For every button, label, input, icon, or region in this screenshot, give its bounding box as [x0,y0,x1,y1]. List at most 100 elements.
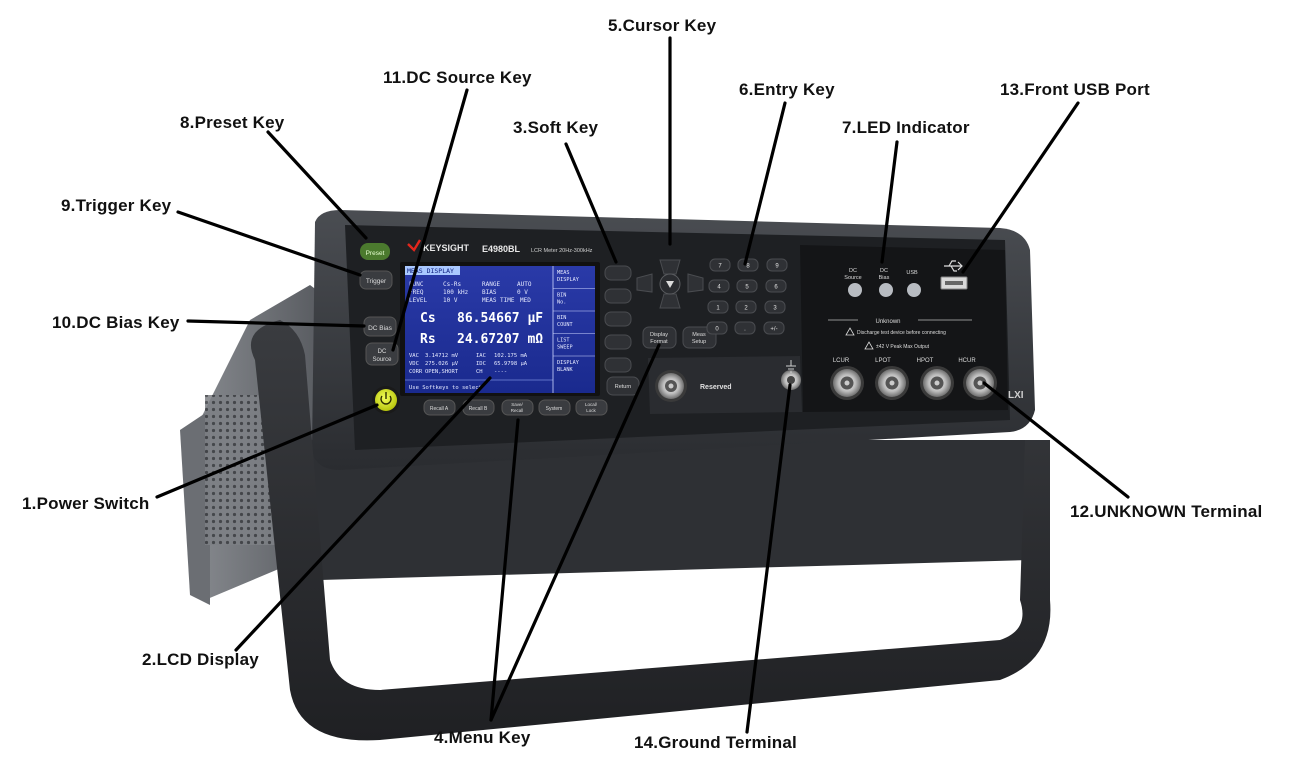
entry-key-label: 0 [715,327,719,333]
lcd-softkey-label: COUNT [557,322,573,328]
entry-key[interactable] [735,300,757,314]
lcd-softkey-label: SWEEP [557,345,573,351]
dc-bias-label: DC Bias [368,325,393,332]
ground-terminal[interactable] [781,360,801,390]
hpot-bnc[interactable] [920,366,954,400]
soft-key-4[interactable] [604,334,632,350]
carry-handle[interactable] [250,320,1051,741]
power-icon [380,395,392,405]
dc-source-button[interactable] [365,342,399,366]
arrow-down-icon [666,281,674,288]
lcd-func-label: FUNC [409,281,424,288]
led-dc-bias-label-1: DC [880,268,888,274]
front-usb-port[interactable] [940,260,968,290]
soft-key-5[interactable] [604,357,632,373]
lcd-vac-value: 3.14712 mV [425,353,459,359]
lcd-idc-value: 65.9798 µA [494,361,528,367]
callout-cursor-key: 5.Cursor Key [608,16,717,35]
cursor-down-button[interactable] [659,293,681,309]
leader-menu-key-1 [489,418,520,722]
lcd-freq-label: FREQ [409,289,424,296]
entry-key[interactable] [763,321,785,335]
lcd-softkey-label: MEAS [557,270,570,276]
trigger-label: Trigger [366,278,387,285]
lcd-idc-label: IDC [476,361,486,367]
lcd-softkey-label: BIN [557,315,566,321]
soft-key-1[interactable] [604,265,632,281]
callout-power-switch: 1.Power Switch [22,494,150,513]
entry-key-label: +/- [770,327,777,333]
recall-a-label: Recall A [430,406,449,412]
dc-source-label-1: DC [378,349,387,355]
entry-key-label: 6 [774,285,778,291]
lcd-corr-value: OPEN,SHORT [425,369,459,375]
leader-led-indicator [880,140,899,264]
entry-key[interactable] [764,300,786,314]
hcur-bnc[interactable] [963,366,997,400]
lcd-bias-label: BIAS [482,289,497,296]
callout-unknown-terminal: 12.UNKNOWN Terminal [1070,502,1263,521]
left-key-column: Preset Trigger DC Bias DC Source [359,243,400,414]
led-dc-source-label-2: Source [844,275,861,281]
display-format-button[interactable] [642,326,677,349]
entry-key[interactable] [766,258,788,272]
leader-front-usb-port [961,101,1080,274]
return-label: Return [615,384,632,390]
entry-key[interactable] [706,321,728,335]
entry-key[interactable] [765,279,787,293]
entry-key-label: 5 [745,285,749,291]
lcd-vdc-label: VDC [409,361,419,367]
lcd-title: MEAS DISPLAY [407,267,454,275]
lcd-range-label: RANGE [482,281,500,288]
ground-icon [786,360,796,373]
entry-key-label: 3 [773,306,777,312]
local-lock-button[interactable] [575,399,608,416]
cursor-left-button[interactable] [636,273,653,293]
recall-b-label: Recall B [469,406,488,412]
lpot-label: LPOT [875,358,891,364]
preset-button[interactable] [360,243,390,260]
system-button[interactable] [538,399,571,416]
led-dc-source-label-1: DC [849,268,857,274]
lcd-status-line: Use Softkeys to select [409,385,482,391]
cursor-right-button[interactable] [687,273,704,293]
lcd-softkey-label: No. [557,300,566,306]
callout-ground-terminal: 14.Ground Terminal [634,733,797,752]
leader-lcd-display [234,376,492,652]
display-format-label-1: Display [650,332,668,338]
entry-key[interactable] [734,321,756,335]
callout-front-usb-port: 13.Front USB Port [1000,80,1150,99]
lcd-level-value: 10 V [443,297,458,304]
leader-dc-source-key [391,88,469,352]
discharge-warning: Discharge test device before connecting [857,330,946,336]
led-usb [907,283,921,297]
soft-key-2[interactable] [604,288,632,304]
entry-key[interactable] [708,279,730,293]
callout-preset-key: 8.Preset Key [180,113,285,132]
cursor-up-button[interactable] [659,259,681,275]
callout-soft-key: 3.Soft Key [513,118,599,137]
lpot-bnc[interactable] [875,366,909,400]
entry-key[interactable] [709,258,731,272]
model-subtitle: LCR Meter 20Hz-300kHz [531,248,593,254]
entry-key[interactable] [736,279,758,293]
keysight-logo-icon [407,239,422,252]
save-recall-button[interactable] [501,399,534,416]
lcd-vdc-value: 275.026 µV [425,361,459,367]
entry-key[interactable] [707,300,729,314]
system-label: System [546,406,563,412]
entry-key-label: 9 [775,264,779,270]
lcd-softkey-label: DISPLAY [557,360,580,366]
recall-a-button[interactable] [423,399,456,416]
lcur-label: LCUR [833,358,850,364]
entry-key[interactable] [737,258,759,272]
leader-dc-bias-key [186,319,366,328]
lcur-bnc[interactable] [830,366,864,400]
led-dc-bias-label-2: Bias [879,275,890,281]
model-number: E4980BL [482,244,521,254]
power-switch[interactable] [375,389,397,411]
trigger-button[interactable] [359,270,393,290]
soft-key-3[interactable] [604,311,632,327]
